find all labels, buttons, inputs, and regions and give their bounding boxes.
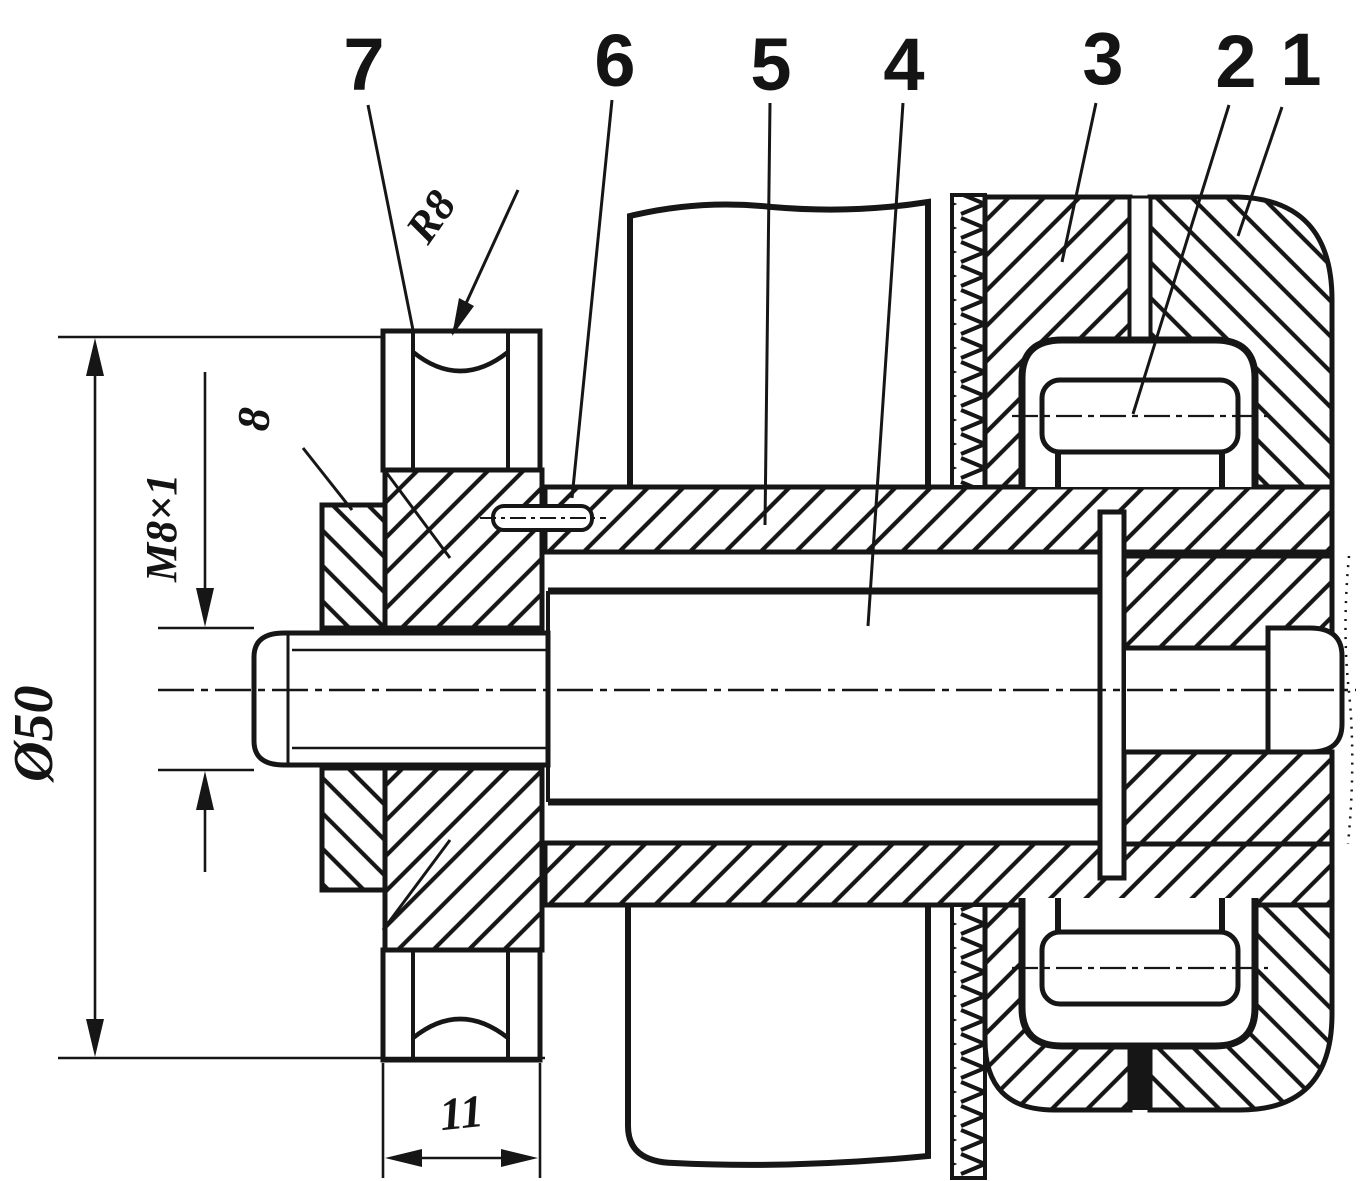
dimension-diameter-50: Ø50 (3, 335, 545, 1060)
callout-3: 3 (1082, 17, 1123, 100)
leader-7 (366, 104, 415, 331)
bracket-seam-lower-joint (1130, 1033, 1150, 1110)
frame-tube-lower (625, 905, 931, 1168)
view-break-line (1344, 555, 1354, 845)
label-part8: 8 (227, 406, 354, 511)
frame-plate-upper (950, 193, 987, 489)
leader-4 (866, 102, 905, 627)
sleeve-section-upper (542, 484, 1335, 555)
groove-root-upper (411, 350, 510, 374)
callout-5: 5 (750, 23, 791, 106)
washer (1097, 509, 1127, 881)
frame-tube-upper (627, 198, 931, 487)
callout-6: 6 (594, 19, 635, 102)
leader-6 (570, 99, 614, 499)
axle-stub (1126, 650, 1268, 750)
leader-3 (1060, 102, 1098, 263)
callout-1: 1 (1280, 18, 1321, 101)
callout-4: 4 (883, 23, 924, 106)
leader-1 (1236, 106, 1284, 237)
axle-boss-lower (1119, 749, 1335, 847)
callout-2: 2 (1215, 20, 1256, 103)
pulley-hub-section-upper (382, 467, 545, 631)
diameter-label: Ø50 (3, 686, 65, 784)
part8-label: 8 (227, 406, 280, 433)
lock-cone-section-upper (319, 502, 388, 631)
pulley-flange-lower (380, 947, 543, 1063)
radius-label: R8 (395, 182, 465, 253)
callout-leaders (366, 99, 1284, 627)
pulley-hub-section-lower (382, 765, 545, 953)
spindle-tube (548, 591, 1103, 802)
cone-seat-seam-upper (381, 467, 452, 559)
groove-root-lower (411, 1016, 510, 1040)
lock-cone-section-lower (319, 765, 388, 893)
sleeve-section-lower (542, 840, 1335, 908)
callout-7: 7 (343, 23, 384, 106)
dimension-width-11: 11 (381, 1063, 542, 1178)
cone-seat-seam-lower (381, 839, 452, 931)
thread-label: M8×1 (137, 474, 186, 583)
threaded-axle-end (251, 630, 551, 768)
leader-2 (1131, 104, 1231, 415)
dimension-thread-m8x1: M8×1 (137, 372, 254, 872)
dimension-groove-r8: R8 (395, 182, 520, 336)
pulley-flange-upper (380, 328, 543, 473)
leader-5 (763, 102, 772, 526)
frame-plate-lower (950, 903, 987, 1180)
width-label: 11 (437, 1085, 486, 1140)
